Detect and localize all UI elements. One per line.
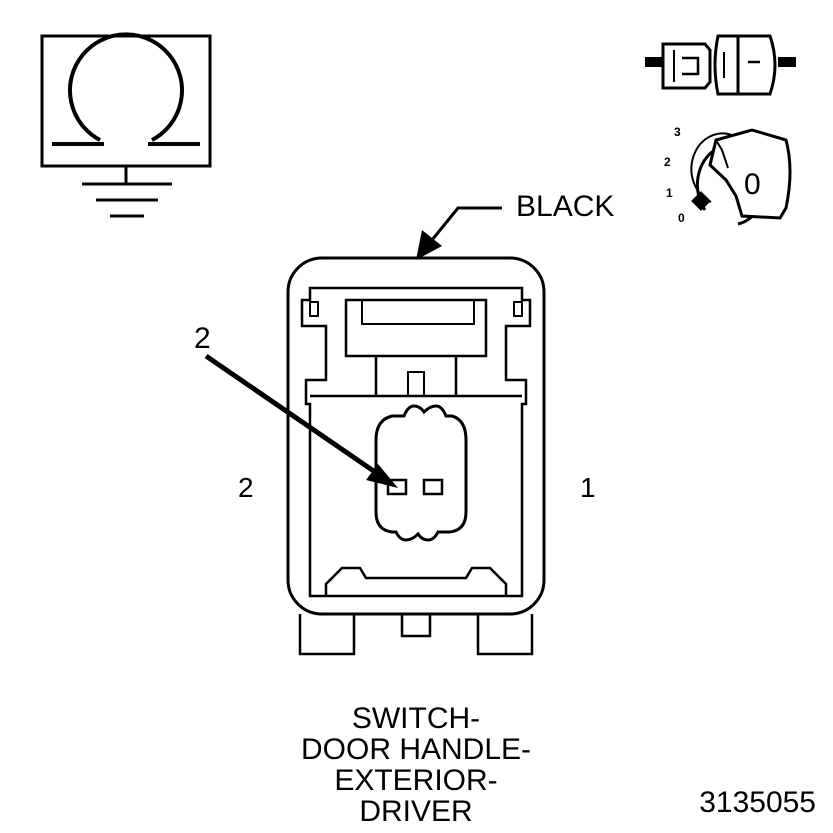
pin-label-left: 2 xyxy=(238,472,254,503)
component-title: SWITCH- DOOR HANDLE- EXTERIOR- DRIVER xyxy=(301,702,531,828)
connector-color-label: BLACK xyxy=(516,190,614,223)
plug-connector-icon xyxy=(645,34,796,96)
pin-label-right: 1 xyxy=(580,472,596,503)
connector-body xyxy=(286,256,546,656)
title-line-2: DOOR HANDLE- xyxy=(301,733,531,766)
figure-code: 3135055 xyxy=(699,786,816,819)
key-position-label: 0 xyxy=(744,168,761,201)
pin-callout: 2 xyxy=(194,322,398,488)
pin-callout-label: 2 xyxy=(194,322,211,355)
key-position-2: 2 xyxy=(664,155,671,169)
ignition-key-icon: 0 3 2 1 0 xyxy=(664,125,792,226)
key-position-3: 3 xyxy=(674,125,681,139)
ohm-ground-icon xyxy=(40,32,212,218)
title-line-3: EXTERIOR- xyxy=(334,764,497,797)
title-line-1: SWITCH- xyxy=(352,702,480,735)
title-line-4: DRIVER xyxy=(359,795,472,828)
key-position-0: 0 xyxy=(678,211,685,225)
color-callout: BLACK xyxy=(416,190,614,260)
key-position-1: 1 xyxy=(666,186,673,200)
